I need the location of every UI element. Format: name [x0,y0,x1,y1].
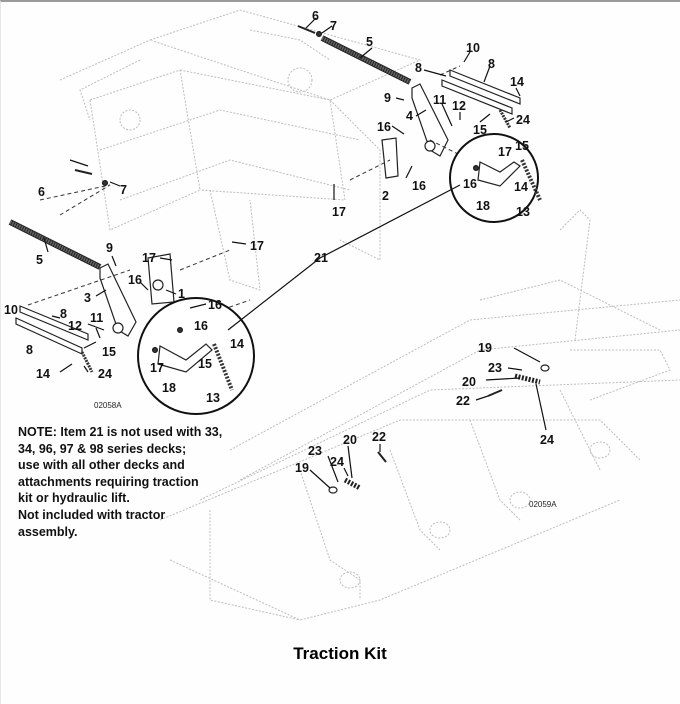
detail-parts [152,159,542,391]
callout: 24 [540,433,554,447]
callout: 14 [510,75,524,89]
callout: 22 [456,394,470,408]
callout: 22 [372,430,386,444]
callout: 12 [452,99,466,113]
callout: 15 [473,123,487,137]
callout: 17 [150,361,164,375]
callout: 5 [366,35,373,49]
callout: 13 [206,391,220,405]
callout: 16 [128,273,142,287]
callout: 3 [84,291,91,305]
callout: 8 [488,57,495,71]
callout: 24 [98,367,112,381]
callout: 24 [330,455,344,469]
callout: 8 [60,307,67,321]
cable-21 [227,184,461,331]
callout: 6 [38,185,45,199]
spring-5-left [8,169,108,270]
callout: 15 [198,357,212,371]
note-line: 34, 96, 97 & 98 series decks; [18,441,187,456]
callout: 12 [68,319,82,333]
note-line: Not included with tractor [18,507,166,522]
callout: 10 [4,303,18,317]
callout: 11 [90,311,103,325]
callout: 16 [194,319,208,333]
callout: 16 [463,177,477,191]
callout: 20 [462,375,476,389]
callout: 19 [295,461,309,475]
callout: 23 [308,444,322,458]
callout: 8 [26,343,33,357]
callout: 7 [120,183,127,197]
mower-deck-ghost [159,209,680,621]
note-line: assembly. [18,524,78,539]
callout: 11 [433,93,446,107]
callout: 16 [377,120,391,134]
note-line: NOTE: Item 21 is not used with 33, [18,425,223,439]
callout: 17 [332,205,346,219]
callout: 7 [330,19,337,33]
callout: 17 [498,145,512,159]
callout-21: 21 [314,251,328,265]
callout: 14 [514,180,528,194]
assembly-lines [27,65,471,336]
callout: 18 [162,381,176,395]
callout: 18 [476,199,490,213]
callout: 4 [406,109,413,123]
figure-id-left: 02058A [94,401,122,410]
tractor-frame-ghost [59,9,422,291]
callout: 15 [102,345,116,359]
spring-5-top [297,25,412,85]
page-title: Traction Kit [293,644,387,663]
note-line: attachments requiring traction [18,474,199,489]
callout: 24 [516,113,530,127]
deck-springs [328,364,550,494]
note-text: NOTE: Item 21 is not used with 33, 34, 9… [18,424,258,540]
callout: 16 [208,298,222,312]
note-line: use with all other decks and [18,458,185,473]
callout: 17 [250,239,264,253]
callouts-left: 6 7 5 9 17 17 3 16 1 16 10 8 8 11 12 15 … [4,183,264,405]
callouts-right: 19 23 20 22 24 23 20 22 19 24 [295,341,554,475]
callout: 5 [36,253,43,267]
links-8 [15,69,521,373]
callout: 2 [382,189,389,203]
callout: 1 [178,287,185,301]
callout: 9 [106,241,113,255]
callout: 14 [36,367,50,381]
callout: 17 [142,251,156,265]
callout: 10 [466,41,480,55]
callout: 13 [516,205,530,219]
leader-lines [43,17,547,489]
callout: 20 [343,433,357,447]
callout: 15 [515,139,529,153]
callout: 8 [415,61,422,75]
figure-id-right: 02059A [529,500,557,509]
callouts-top: 6 7 5 10 8 8 14 9 11 12 4 24 15 16 17 15… [312,9,530,219]
note-line: kit or hydraulic lift. [18,491,130,506]
lift-arms [99,83,449,337]
callout: 9 [384,91,391,105]
callout: 16 [412,179,426,193]
callout: 6 [312,9,319,23]
callout: 23 [488,361,502,375]
callout: 19 [478,341,492,355]
callout: 14 [230,337,244,351]
